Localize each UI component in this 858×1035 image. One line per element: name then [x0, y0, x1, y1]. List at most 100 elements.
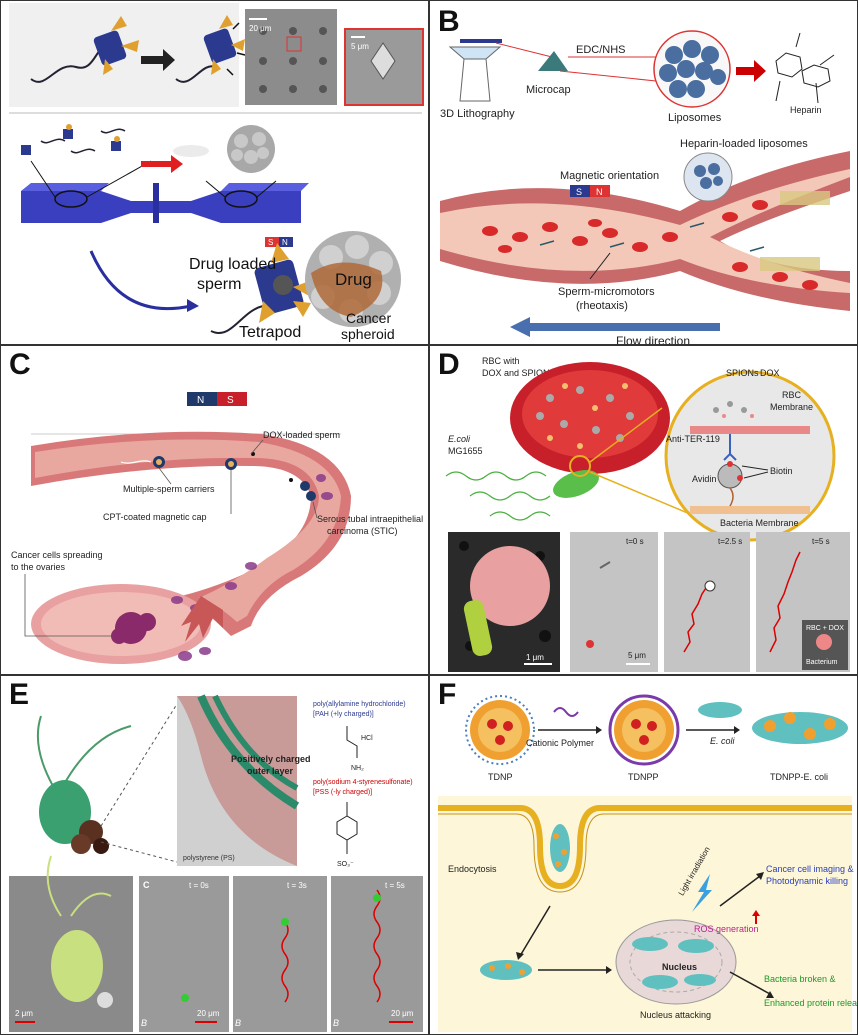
broken-label-2: Enhanced protein release	[764, 998, 858, 1008]
pss-label-1: poly(sodium 4-styrenesulfonate)	[313, 779, 413, 786]
time-t3: t = 3s	[287, 881, 307, 890]
svg-text:20 μm: 20 μm	[391, 1009, 414, 1018]
panel-f: F TDNP Cationic Polymer TDNPP E. coli TD…	[429, 675, 858, 1035]
zoom-box	[286, 36, 302, 52]
nucleus-label: Nucleus	[662, 962, 697, 972]
rbc-dox-label: RBC + DOX	[806, 625, 844, 632]
cancer-spheroid	[305, 231, 401, 327]
tdnpp-ecoli-label: TDNPP-E. coli	[770, 772, 828, 782]
nucleus-attack-label: Nucleus attacking	[640, 1010, 711, 1020]
cancer-label: Cancer	[346, 310, 391, 326]
heparin-deposits	[760, 191, 830, 271]
panel-f-illustration: TDNP Cationic Polymer TDNPP E. coli TDNP…	[438, 694, 858, 1032]
microfluidic-channel	[21, 191, 301, 223]
panel-label-f: F	[438, 678, 457, 711]
svg-text:S: S	[268, 238, 273, 247]
trajectory-t5	[769, 551, 801, 653]
serous-label-1: Serous tubal intraepithelial	[317, 514, 423, 524]
panel-b: B 3D Lithography Microcap EDC/NHS Liposo…	[429, 0, 858, 345]
avidin-label: Avidin	[692, 474, 716, 484]
curved-arrow-icon	[89, 250, 192, 311]
positive-layer-label-1: Positively charged	[231, 754, 311, 764]
fimbriae	[181, 596, 223, 642]
ecoli-icon	[698, 702, 742, 718]
multi-sperm-label: Multiple-sperm carriers	[123, 484, 215, 494]
drug-label: Drug	[335, 270, 372, 289]
cancer-cells-ovary	[111, 612, 156, 644]
liposome-zoom	[683, 152, 733, 202]
chlamydomonas-cell	[36, 715, 132, 854]
rbc-membrane-label-2: Membrane	[770, 402, 813, 412]
ecoli-label: E.coli	[448, 434, 471, 444]
heparin-structure	[775, 32, 835, 104]
tetrapod-sperm-folded	[175, 15, 246, 83]
time-t5: t=5 s	[812, 537, 830, 546]
svg-text:HCl: HCl	[361, 735, 373, 742]
svg-text:N: N	[197, 395, 204, 406]
bacterium	[553, 470, 599, 498]
tetrapod-label: Tetrapod	[239, 324, 301, 341]
scale-bar-5um: 5 μm	[351, 42, 369, 51]
svg-text:B: B	[235, 1018, 241, 1028]
microcap-label: Microcap	[526, 84, 571, 96]
panel-e-illustration: Positively charged outer layer polystyre…	[9, 694, 423, 1032]
time-t0: t=0 s	[626, 537, 644, 546]
serous-label-2: carcinoma (STIC)	[327, 526, 398, 536]
liposome-cluster	[659, 40, 726, 98]
scale-2um: 2 μm	[15, 1009, 33, 1018]
panel-a-illustration: 20 μm 5 μm S N	[9, 3, 424, 342]
sem-ecoli	[463, 600, 493, 656]
drug-loaded-label: Drug loaded	[189, 256, 276, 273]
svg-text:SO₃⁻: SO₃⁻	[337, 861, 354, 868]
tetrapod-sperm-empty	[30, 16, 139, 83]
cpt-cap-label: CPT-coated magnetic cap	[103, 512, 207, 522]
mag-orient-label: Magnetic orientation	[560, 170, 659, 182]
positive-layer-label-2: outer layer	[247, 766, 294, 776]
cationic-label: Cationic Polymer	[526, 738, 594, 748]
magnet-icon: S N	[570, 185, 610, 197]
fallopian-tube	[31, 431, 351, 636]
trajectory-t3	[281, 921, 289, 1003]
spions-particles	[536, 386, 634, 442]
frame-t2-5	[664, 532, 750, 672]
tdnpp-ecoli-complex	[752, 712, 848, 744]
panel-label-d: D	[438, 348, 460, 381]
svg-text:NH₂: NH₂	[351, 765, 364, 772]
bacteria-membrane-label: Bacteria Membrane	[720, 518, 799, 528]
svg-text:N: N	[282, 238, 288, 247]
heparin-label: Heparin	[790, 105, 822, 115]
dox-particles	[547, 383, 628, 449]
panel-d-illustration: RBC with DOX and SPIONs E.coli MG1655	[445, 356, 850, 672]
tdnp-particle	[465, 695, 535, 765]
panel-d: D RBC with DOX and SPIONs E.coli MG1655	[429, 345, 858, 675]
tdnp-label: TDNP	[488, 772, 513, 782]
subfig-c-label: C	[143, 880, 150, 890]
magnet-icon: S N	[265, 237, 293, 247]
tetrapod-group	[21, 129, 121, 155]
svg-text:N: N	[596, 187, 603, 197]
rheotaxis-label: (rheotaxis)	[576, 300, 628, 312]
bacterium-label: Bacterium	[806, 659, 838, 666]
panel-e: E Positively charged outer layer polysty…	[0, 675, 429, 1035]
imaging-label-1: Cancer cell imaging &	[766, 864, 854, 874]
spreading-label-2: to the ovaries	[11, 562, 66, 572]
pah-structure	[346, 726, 358, 758]
b-field-label: B	[141, 1018, 147, 1028]
edc-label: EDC/NHS	[576, 44, 626, 56]
sperm-label: sperm	[197, 276, 241, 293]
scale-5um: 5 μm	[628, 651, 646, 660]
magnet-icon: N S	[187, 392, 247, 406]
sperm-micromotors	[539, 222, 765, 252]
red-arrow-icon	[736, 60, 766, 82]
interface-zoom	[664, 370, 836, 542]
time-t2-5: t=2.5 s	[718, 537, 742, 546]
scale-1um: 1 μm	[526, 653, 544, 662]
spheroid-small	[227, 125, 275, 173]
pss-label-2: [PSS (-ly charged)]	[313, 789, 372, 796]
tdnpp-particle	[608, 694, 680, 766]
biotin-label: Biotin	[770, 466, 793, 476]
antibody	[723, 434, 737, 461]
flow-arrow-icon	[141, 155, 183, 173]
svg-text:B: B	[333, 1018, 339, 1028]
lightning-icon	[692, 874, 712, 912]
